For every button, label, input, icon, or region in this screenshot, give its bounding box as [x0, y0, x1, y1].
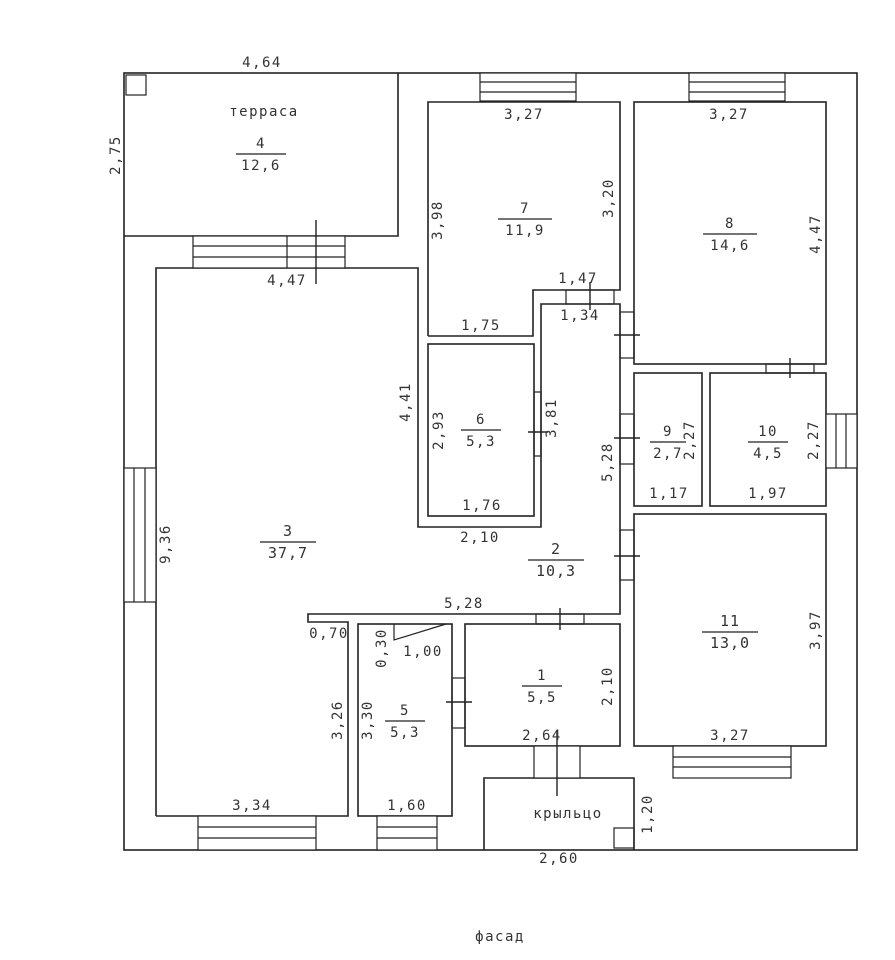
dim-r11-right: 3,97 — [808, 610, 824, 650]
dim-r7-step-bottom: 1,34 — [560, 308, 600, 324]
door-room-6 — [533, 391, 542, 457]
dim-r10-right: 2,27 — [806, 420, 822, 460]
dim-r5-bottom: 1,60 — [387, 798, 427, 814]
room-4-area: 12,6 — [241, 158, 281, 174]
facade-label: фасад — [475, 929, 525, 945]
dim-r7-left: 3,98 — [430, 200, 446, 240]
door-room-5-1 — [451, 677, 466, 729]
room-2-number: 2 — [551, 540, 561, 558]
room-10-number: 10 — [758, 424, 778, 440]
dim-porch-width: 2,60 — [539, 851, 579, 867]
room-11-number: 11 — [720, 612, 740, 630]
room-1-area: 5,5 — [527, 690, 557, 706]
dim-r3-left: 9,36 — [158, 524, 174, 564]
door-room-11 — [619, 529, 635, 581]
dim-r5-top-small: 0,30 — [374, 628, 390, 668]
dim-r2-right: 5,28 — [600, 442, 616, 482]
dim-r11-bottom: 3,27 — [710, 728, 750, 744]
room-9-number: 9 — [663, 424, 673, 440]
room-8-area: 14,6 — [710, 238, 750, 254]
terrace-column — [125, 74, 147, 96]
room-3-number: 3 — [283, 522, 293, 540]
window-room-5 — [376, 815, 438, 851]
dim-r1-right: 2,10 — [600, 666, 616, 706]
room-6-number: 6 — [476, 412, 486, 428]
room-5-niche — [393, 623, 447, 641]
dim-r6-bottom: 1,76 — [462, 498, 502, 514]
dim-r1-bottom: 2,64 — [522, 728, 562, 744]
room-8-number: 8 — [725, 216, 735, 232]
window-terrace-door — [192, 235, 346, 269]
dim-r6-left: 2,93 — [431, 410, 447, 450]
windows — [123, 72, 858, 851]
dim-r7-bottom: 1,75 — [461, 318, 501, 334]
dim-r9-right: 2,27 — [682, 420, 698, 460]
dim-r5-left: 3,30 — [360, 700, 376, 740]
room-4-number: 4 — [256, 136, 266, 152]
window-room-3-left — [123, 467, 157, 603]
room-1-number: 1 — [537, 668, 547, 684]
window-room-8 — [688, 72, 786, 102]
dim-r3-bottom: 3,34 — [232, 798, 272, 814]
room-3-area: 37,7 — [268, 544, 308, 562]
dim-r8-top: 3,27 — [709, 107, 749, 123]
window-room-11 — [672, 745, 792, 779]
dim-r6-right: 3,81 — [544, 398, 560, 438]
dim-r2-bottom: 5,28 — [444, 596, 484, 612]
room-4-name: терраса — [229, 104, 299, 120]
room-3-outline — [155, 267, 621, 817]
window-room-3-bottom — [197, 815, 317, 851]
room-labels: терраса 4 12,6 7 11,9 8 14,6 6 5,3 9 2,7… — [229, 104, 788, 822]
porch-column — [613, 827, 635, 849]
dim-r3-top: 4,47 — [267, 273, 307, 289]
window-room-7 — [479, 72, 577, 102]
room-5-number: 5 — [400, 703, 410, 719]
dim-r3-right-lower: 3,26 — [330, 700, 346, 740]
dim-ledge: 0,70 — [309, 626, 349, 642]
room-6-area: 5,3 — [466, 434, 496, 450]
room-2-area: 10,3 — [536, 562, 576, 580]
window-room-10 — [825, 413, 858, 469]
dim-terrace-width: 4,64 — [242, 55, 282, 71]
dim-terrace-height: 2,75 — [108, 135, 124, 175]
room-9-area: 2,7 — [653, 446, 683, 462]
dimension-labels: 4,64 3,27 3,27 4,47 1,47 1,75 1,34 1,76 … — [108, 55, 824, 867]
dim-r3-right-upper: 4,41 — [398, 382, 414, 422]
dim-r7-right: 3,20 — [601, 178, 617, 218]
room-11-area: 13,0 — [710, 634, 750, 652]
dim-r10-bottom: 1,97 — [748, 486, 788, 502]
room-10-area: 4,5 — [753, 446, 783, 462]
dim-r2-top-span: 2,10 — [460, 530, 500, 546]
room-7-outline — [427, 101, 621, 337]
dim-r8-right: 4,47 — [808, 214, 824, 254]
dim-r9-bottom: 1,17 — [649, 486, 689, 502]
room-5-area: 5,3 — [390, 725, 420, 741]
dim-r7-top: 3,27 — [504, 107, 544, 123]
doors — [315, 220, 815, 796]
room-7-area: 11,9 — [505, 223, 545, 239]
room-7-number: 7 — [520, 201, 530, 217]
room-8-outline — [633, 101, 827, 365]
dim-r5-top: 1,00 — [403, 644, 443, 660]
porch-name: крыльцо — [533, 806, 603, 822]
room-11-outline — [633, 513, 827, 747]
dim-porch-height: 1,20 — [640, 794, 656, 834]
dim-r7-step-top: 1,47 — [558, 271, 598, 287]
